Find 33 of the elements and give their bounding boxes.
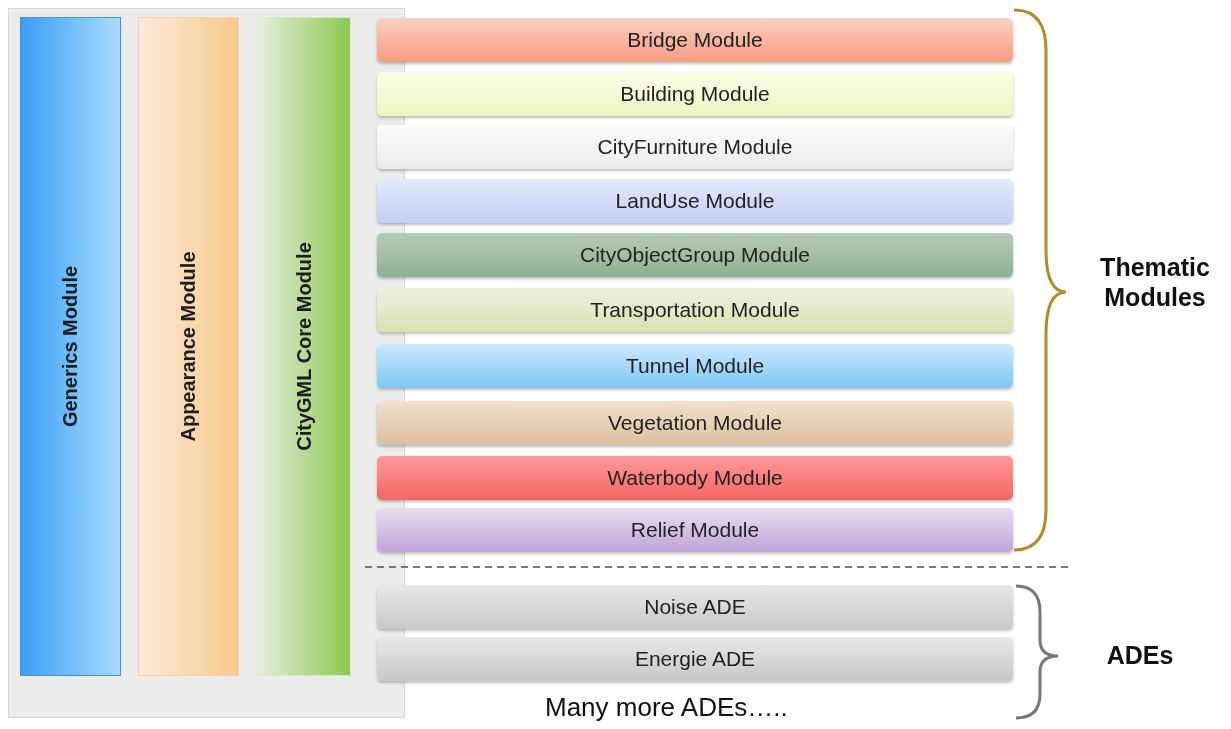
module-label: Vegetation Module [608, 411, 782, 435]
module-label: CityObjectGroup Module [580, 243, 810, 267]
module-bar [377, 288, 1013, 332]
module-bar [377, 72, 1013, 116]
module-bar [377, 179, 1013, 223]
module-bar [377, 18, 1013, 62]
note-text: Many more ADEs….. [545, 692, 788, 724]
module-label: CityGML Core Module [292, 242, 316, 451]
module-bar [377, 456, 1013, 500]
module-bar [138, 17, 239, 676]
group-label: ADEs [1105, 640, 1175, 670]
module-bar [377, 508, 1013, 552]
module-label: Building Module [620, 82, 770, 106]
module-label: Generics Module [59, 265, 82, 428]
module-label: Energie ADE [634, 647, 756, 671]
module-label: Noise ADE [644, 595, 746, 619]
module-bar [377, 585, 1013, 629]
module-label: Transportation Module [590, 298, 800, 322]
module-label: CityFurniture Module [597, 135, 793, 159]
module-bar [20, 17, 121, 676]
module-label: Appearance Module [177, 251, 200, 442]
module-label: Bridge Module [627, 28, 763, 52]
module-bar [377, 125, 1013, 169]
module-label: Relief Module [630, 518, 760, 542]
group-label: Thematic Modules [1099, 252, 1211, 312]
module-bar [257, 17, 351, 676]
module-bar [377, 401, 1013, 445]
module-bar [377, 233, 1013, 277]
module-label: Waterbody Module [607, 466, 783, 490]
module-label: Tunnel Module [625, 354, 765, 378]
module-bar [377, 344, 1013, 388]
module-label: LandUse Module [615, 189, 775, 213]
module-bar [377, 637, 1013, 681]
